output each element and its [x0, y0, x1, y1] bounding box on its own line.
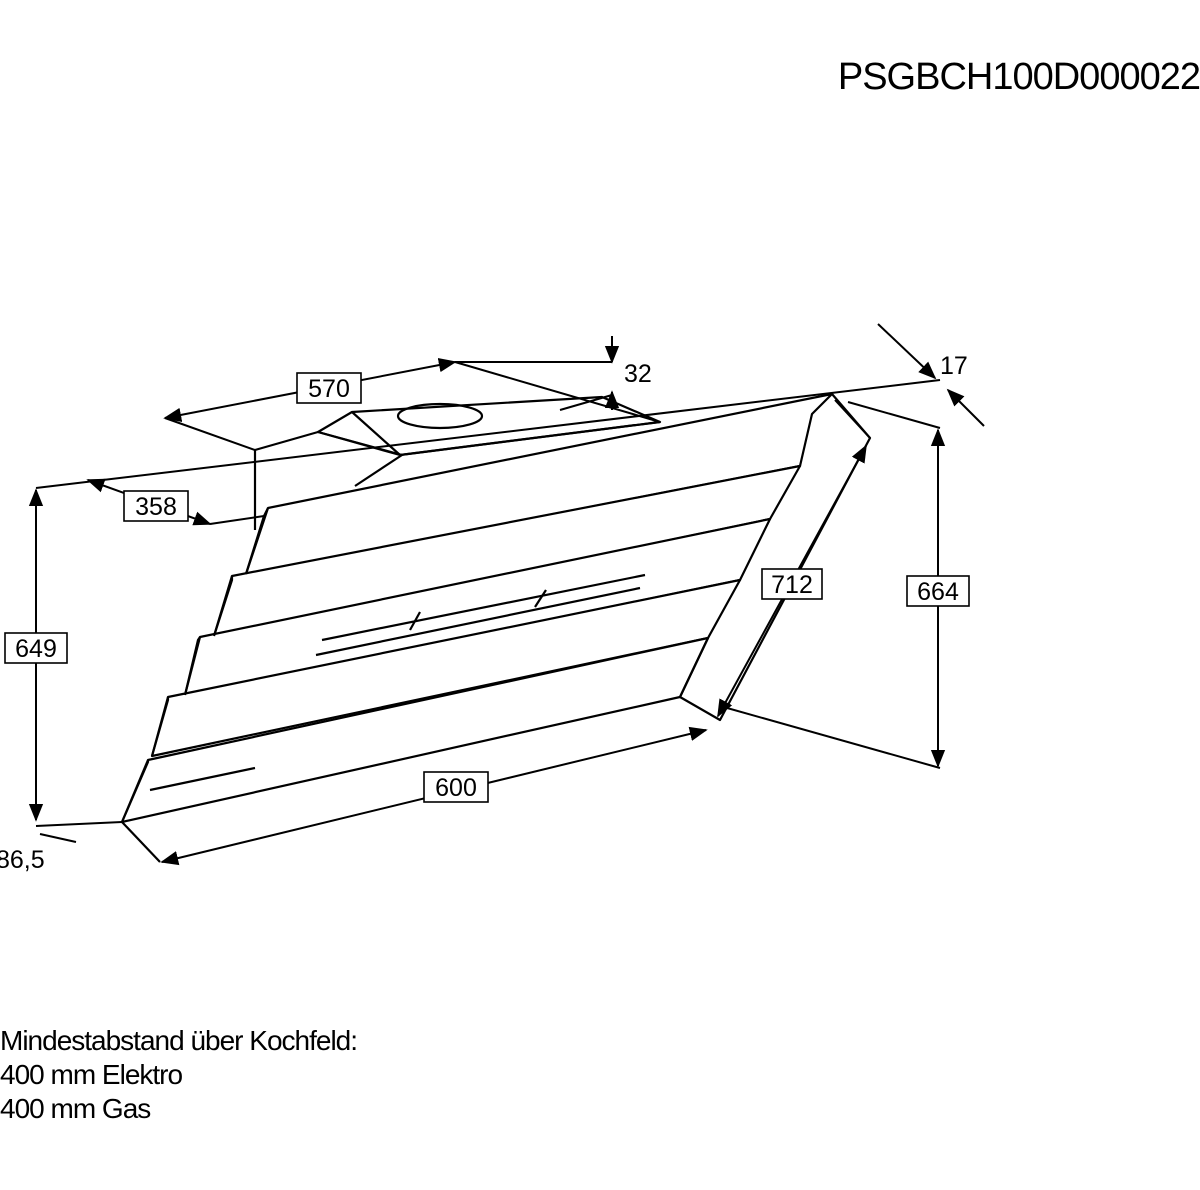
dim-17: 17	[940, 352, 968, 380]
svg-text:358: 358	[135, 493, 177, 521]
dim-600: 600	[423, 771, 489, 803]
dim-649: 649	[4, 632, 68, 664]
svg-text:712: 712	[771, 571, 813, 599]
svg-text:86,5: 86,5	[0, 846, 45, 874]
svg-text:649: 649	[15, 635, 57, 663]
dim-358: 358	[123, 490, 189, 522]
notes-gas: 400 mm Gas	[0, 1093, 151, 1124]
svg-text:570: 570	[308, 375, 350, 403]
svg-text:600: 600	[435, 774, 477, 802]
dim-32: 32	[624, 360, 652, 388]
svg-text:17: 17	[940, 352, 968, 380]
dim-570: 570	[296, 372, 362, 404]
installation-notes: Mindestabstand über Kochfeld: 400 mm Ele…	[0, 1024, 358, 1126]
dimension-labels: 570 32 17 358 649 712 664 600 86,5	[0, 352, 970, 874]
dim-86-5: 86,5	[0, 846, 45, 874]
dim-712: 712	[761, 568, 823, 600]
document-code: PSGBCH100D000022	[837, 56, 1200, 98]
dim-664: 664	[906, 575, 970, 607]
svg-text:32: 32	[624, 360, 652, 388]
notes-electric: 400 mm Elektro	[0, 1059, 183, 1090]
notes-heading: Mindestabstand über Kochfeld:	[0, 1025, 358, 1056]
svg-text:664: 664	[917, 578, 959, 606]
